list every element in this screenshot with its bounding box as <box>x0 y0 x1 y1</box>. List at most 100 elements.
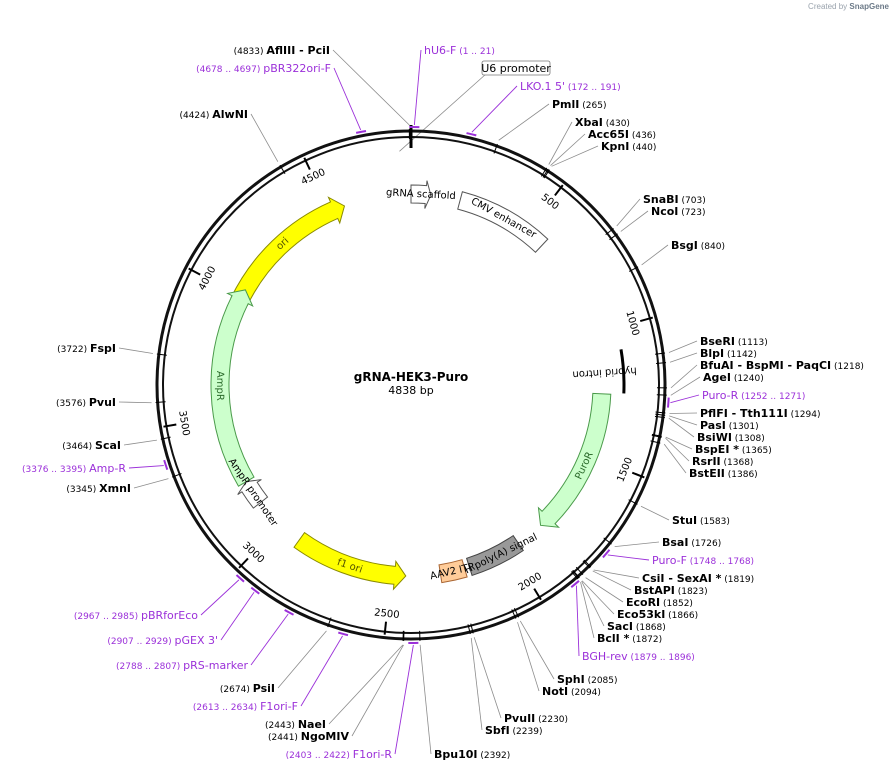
site-name: Bpu10I <box>434 748 478 761</box>
site-extra: - BspMI <box>734 359 784 372</box>
site-label-bspei: BspEI * (1365) <box>695 443 772 456</box>
site-mark <box>603 537 612 545</box>
site-label-text: (4833) AflIII - PciI <box>234 44 330 57</box>
leader-lines <box>118 49 701 755</box>
site-mark <box>155 401 166 403</box>
watermark-prefix: Created by <box>808 2 848 11</box>
primer-name: F1ori-R <box>353 748 393 761</box>
site-label-text: (2674) PsiI <box>220 682 275 695</box>
primer-mark <box>284 609 294 616</box>
site-name: NaeI <box>298 718 326 731</box>
site-mark <box>628 499 638 505</box>
feature-puror <box>537 392 612 528</box>
site-mark <box>655 352 666 355</box>
site-leader <box>133 478 169 489</box>
primer-label-text: (2907 .. 2929) pGEX 3' <box>107 634 218 647</box>
site-mark <box>605 228 614 235</box>
site-label-text: BfuAI - BspMI - PaqCI (1218) <box>700 359 864 372</box>
primer-name: hU6-F <box>424 44 456 57</box>
site-leader <box>592 570 632 591</box>
site-name: Acc65I <box>588 128 629 141</box>
feature-label-cmv-enhancer: CMV enhancer <box>469 196 539 241</box>
feature-f1-ori <box>293 531 407 591</box>
primer-mark <box>338 631 349 637</box>
site-name: BlpI <box>700 347 724 360</box>
primer-mark <box>235 574 245 583</box>
site-location: (436) <box>629 131 656 141</box>
tick-label: 2000 <box>517 571 544 594</box>
site-name: BstEII <box>689 467 725 480</box>
site-name: NcoI <box>651 205 678 218</box>
primer-label-bgh-rev: BGH-rev (1879 .. 1896) <box>582 650 695 663</box>
site-name: BsgI <box>671 239 698 252</box>
tick-2000 <box>533 588 542 601</box>
primer-label-puro-f: Puro-F (1748 .. 1768) <box>652 554 754 567</box>
site-leader <box>670 376 701 396</box>
site-mark <box>156 353 167 356</box>
primer-label-text: (2403 .. 2422) F1ori-R <box>286 748 393 761</box>
primer-leader <box>413 49 422 126</box>
site-leader <box>351 644 404 737</box>
site-location: (1819) <box>721 575 754 585</box>
primer-range: (2967 .. 2985) <box>74 612 141 622</box>
site-leader <box>277 630 327 689</box>
site-label-blpi: BlpI (1142) <box>700 347 757 360</box>
tick-1500 <box>631 471 645 479</box>
plasmid-length: 4838 bp <box>388 384 433 397</box>
site-location: (1218) <box>831 362 864 372</box>
primer-name: pRS-marker <box>183 659 248 672</box>
site-leader <box>118 347 153 354</box>
site-label-bseri: BseRI (1113) <box>700 335 768 348</box>
site-location: (723) <box>678 208 705 218</box>
site-location: (2230) <box>535 715 568 725</box>
site-label-text: PmlI (265) <box>552 98 606 111</box>
site-label-text: (4424) AlwNI <box>179 108 248 121</box>
site-label-text: PvuII (2230) <box>504 712 568 725</box>
tick-4000 <box>188 267 201 276</box>
site-label-xmni: (3345) XmnI <box>66 482 131 495</box>
primer-leader <box>394 644 414 755</box>
primer-label-text: Puro-R (1252 .. 1271) <box>702 389 805 402</box>
site-leader <box>581 581 605 627</box>
site-location: (1872) <box>629 635 662 645</box>
site-label-text: (3576) PvuI <box>56 396 116 409</box>
primer-name: BGH-rev <box>582 650 628 663</box>
primer-name: Puro-F <box>652 554 687 567</box>
site-location: (1113) <box>735 338 768 348</box>
site-label-scai: (3464) ScaI <box>62 439 121 452</box>
site-label-bsteii: BstEII (1386) <box>689 467 758 480</box>
site-mark <box>540 167 548 177</box>
backbone <box>155 125 667 641</box>
site-location: (2674) <box>220 685 253 695</box>
primer-label-amp-r: (3376 .. 3395) Amp-R <box>22 462 126 475</box>
site-label-text: NotI (2094) <box>542 685 601 698</box>
site-name: BfuAI <box>700 359 734 372</box>
site-label-bsiwi: BsiWI (1308) <box>697 431 765 444</box>
site-label-bcli: BclI * (1872) <box>597 632 662 645</box>
site-leader <box>668 340 698 353</box>
site-mark <box>470 623 474 634</box>
site-location: (2392) <box>478 751 511 761</box>
site-leader <box>470 637 483 731</box>
primer-range: (2907 .. 2929) <box>107 637 174 647</box>
primer-label-pbrforeco: (2967 .. 2985) pBRforEco <box>74 609 198 622</box>
site-location: (1866) <box>665 611 698 621</box>
site-location: (3464) <box>62 442 95 452</box>
site-name: XmnI <box>99 482 131 495</box>
site-mark <box>511 609 517 619</box>
primer-leader <box>607 554 650 561</box>
primer-label-text: BGH-rev (1879 .. 1896) <box>582 650 695 663</box>
primer-label-pgex-3: (2907 .. 2929) pGEX 3' <box>107 634 218 647</box>
primer-leader <box>333 67 362 131</box>
tick-label: 1500 <box>615 456 635 484</box>
site-label-pasi: PasI (1301) <box>700 419 759 432</box>
site-label-pvuii: PvuII (2230) <box>504 712 568 725</box>
site-location: (2085) <box>585 676 618 686</box>
tick-500 <box>554 184 564 197</box>
hybrid-intron-label: hybrid intron <box>572 364 637 379</box>
site-label-ncoi: NcoI (723) <box>651 205 705 218</box>
site-label-text: Acc65I (436) <box>588 128 656 141</box>
site-name: SacI <box>607 620 633 633</box>
primer-label-hu6-f: hU6-F (1 .. 21) <box>424 44 495 57</box>
primer-range: (4678 .. 4697) <box>196 65 263 75</box>
